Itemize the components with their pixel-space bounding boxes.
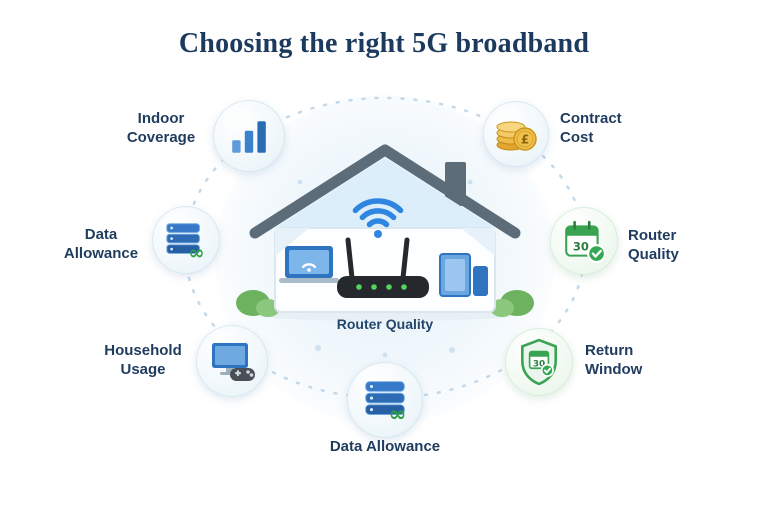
label-line: Contract: [560, 110, 622, 127]
label-line: Coverage: [126, 128, 196, 146]
page-title: Choosing the right 5G broadband: [178, 28, 590, 59]
label-line: Return: [585, 342, 634, 359]
data-stack-infinity-icon: ∞: [166, 223, 205, 262]
household-usage-label: Household Usage: [92, 342, 194, 380]
infinity-symbol: ∞: [389, 402, 407, 424]
data-allowance-left-node: ∞: [152, 206, 220, 274]
label-line: Household: [104, 342, 182, 359]
decorative-dots: [297, 179, 473, 358]
center-caption: Router Quality: [336, 316, 434, 332]
label-line: Quality: [628, 245, 679, 263]
indoor-coverage-node: [213, 100, 285, 172]
data-allowance-bottom-label: Data Allowance: [329, 438, 441, 455]
attic-interior: [275, 158, 495, 228]
household-usage-node: [196, 325, 268, 397]
label-line: Cost: [560, 128, 594, 146]
data-allowance-left-label: Data Allowance: [52, 226, 150, 264]
pound-symbol: £: [521, 133, 529, 147]
label-line: Allowance: [63, 244, 139, 262]
label-line: Router: [628, 227, 677, 244]
router-icon: [337, 237, 429, 298]
monitor-gamepad-icon: [212, 343, 255, 381]
label-line: Data: [84, 226, 118, 243]
bush-left-icon: [236, 290, 280, 317]
contract-cost-label: Contract Cost: [560, 110, 655, 148]
calendar-check-icon: 30: [565, 220, 606, 263]
return-window-node: 30: [505, 328, 573, 396]
indoor-coverage-label: Indoor Coverage: [112, 110, 210, 148]
data-allowance-bottom-node: ∞: [347, 362, 423, 438]
shield-calendar-icon: 30: [521, 338, 558, 386]
phone-icon: [473, 266, 488, 296]
wifi-signal-icon: [352, 198, 404, 238]
infinity-symbol: ∞: [189, 241, 205, 262]
router-quality-label: Router Quality: [628, 227, 723, 265]
coins-icon: £: [496, 121, 537, 151]
contract-cost-node: £: [483, 101, 549, 167]
return-window-label: Return Window: [585, 342, 680, 380]
shield-calendar-day-number: 30: [533, 360, 545, 370]
label-line: Usage: [120, 360, 166, 378]
tablet-icon: [439, 253, 471, 297]
label-line: Indoor: [137, 110, 185, 127]
calendar-day-number: 30: [573, 239, 589, 253]
roof: [249, 144, 521, 239]
label-line: Window: [585, 360, 643, 378]
house-illustration: [235, 138, 535, 323]
laptop-icon: [279, 246, 339, 283]
bush-right-icon: [490, 290, 534, 317]
data-stack-infinity-icon: ∞: [365, 381, 407, 424]
signal-bars-icon: [232, 121, 266, 153]
router-quality-node: 30: [550, 207, 618, 275]
